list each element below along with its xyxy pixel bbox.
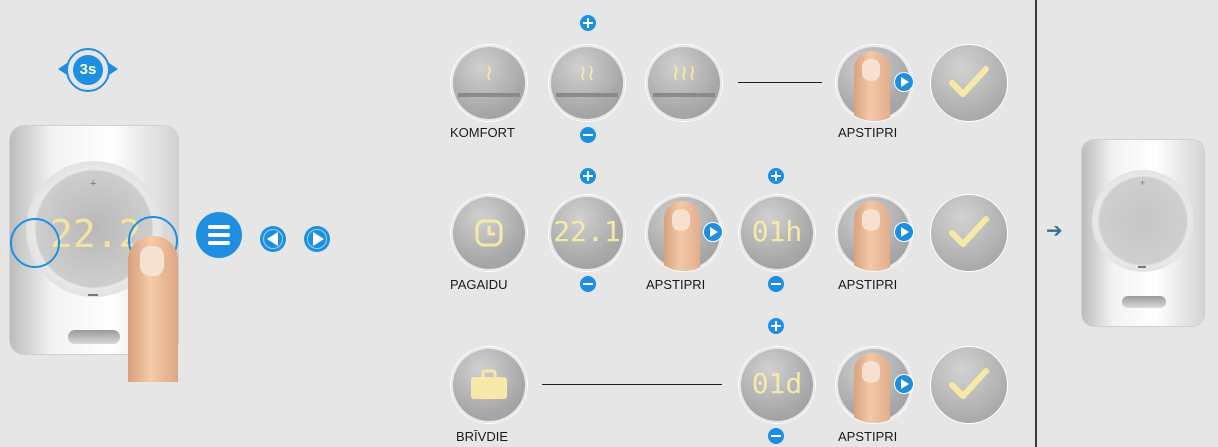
confirm-press-button[interactable] <box>835 194 913 272</box>
arrow-right-icon[interactable] <box>894 72 914 92</box>
plus-marker: + <box>90 178 97 190</box>
minus-icon[interactable] <box>768 276 784 292</box>
section-divider <box>1035 0 1037 447</box>
finger-press-icon <box>128 236 178 382</box>
minus-icon[interactable] <box>768 428 784 444</box>
comfort-level-3-button[interactable]: ≀≀≀ <box>645 44 723 122</box>
finger-icon <box>854 353 890 423</box>
plus-marker: + <box>1140 178 1146 188</box>
arrow-right-icon[interactable] <box>894 374 914 394</box>
thermostat-device-off: + <box>1082 140 1204 326</box>
finger-icon <box>854 51 890 121</box>
minus-marker <box>1138 266 1146 268</box>
dial-ring <box>1092 170 1194 272</box>
confirm-label: APSTIPRI <box>838 278 898 292</box>
device-logo-plate <box>1122 296 1166 308</box>
duration-value: 01h <box>751 215 803 248</box>
timer-3s-icon: 3s <box>58 48 118 92</box>
arrow-right-icon: ➔ <box>1046 220 1063 242</box>
minus-icon[interactable] <box>580 276 596 292</box>
temperature-value-button[interactable]: 22.1 <box>548 194 626 272</box>
arrow-right-icon[interactable] <box>703 222 723 242</box>
left-button-highlight[interactable] <box>10 218 60 268</box>
plus-icon[interactable] <box>768 318 784 334</box>
minus-icon[interactable] <box>580 127 596 143</box>
menu-icon[interactable] <box>196 212 242 258</box>
duration-value-button[interactable]: 01h <box>738 194 816 272</box>
heat-low-icon: ≀ <box>484 61 494 86</box>
comfort-level-1-button[interactable]: ≀ <box>450 44 528 122</box>
plus-icon[interactable] <box>768 168 784 184</box>
confirm-label: APSTIPRI <box>646 278 706 292</box>
checkmark-icon <box>949 368 989 399</box>
heat-mid-icon: ≀≀ <box>578 61 596 86</box>
comfort-level-2-button[interactable]: ≀≀ <box>548 44 626 122</box>
thermostat-display: 22.2 <box>50 212 142 256</box>
row-label-brivdie: BRĪVDIE <box>456 430 509 444</box>
row-label-pagaidu: PAGAIDU <box>450 278 508 292</box>
checkmark-icon <box>949 66 989 97</box>
holiday-mode-button[interactable] <box>450 346 528 424</box>
heat-high-icon: ≀≀≀ <box>671 61 697 86</box>
temperature-value: 22.1 <box>553 215 621 248</box>
confirm-check-button[interactable] <box>930 44 1008 122</box>
minus-marker <box>88 294 98 296</box>
confirm-check-button[interactable] <box>930 346 1008 424</box>
confirm-press-button[interactable] <box>645 194 723 272</box>
confirm-check-button[interactable] <box>930 194 1008 272</box>
finger-icon <box>854 201 890 271</box>
suitcase-icon <box>471 369 507 399</box>
confirm-label: APSTIPRI <box>838 126 898 140</box>
temporary-mode-button[interactable] <box>450 194 528 272</box>
clock-icon <box>475 219 503 247</box>
confirm-label: APSTIPRI <box>838 430 898 444</box>
device-logo-plate <box>68 330 120 344</box>
timer-label: 3s <box>73 55 103 85</box>
arrow-right-icon[interactable] <box>304 226 330 252</box>
plus-icon[interactable] <box>580 15 596 31</box>
checkmark-icon <box>949 216 989 247</box>
confirm-press-button[interactable] <box>835 44 913 122</box>
row-label-komfort: KOMFORT <box>450 126 515 140</box>
plus-icon[interactable] <box>580 168 596 184</box>
duration-value-button[interactable]: 01d <box>738 346 816 424</box>
arrow-left-icon[interactable] <box>260 226 286 252</box>
connector-line <box>542 384 722 385</box>
finger-icon <box>664 201 700 271</box>
duration-value: 01d <box>751 367 803 400</box>
arrow-right-icon[interactable] <box>894 222 914 242</box>
connector-line <box>738 82 822 83</box>
